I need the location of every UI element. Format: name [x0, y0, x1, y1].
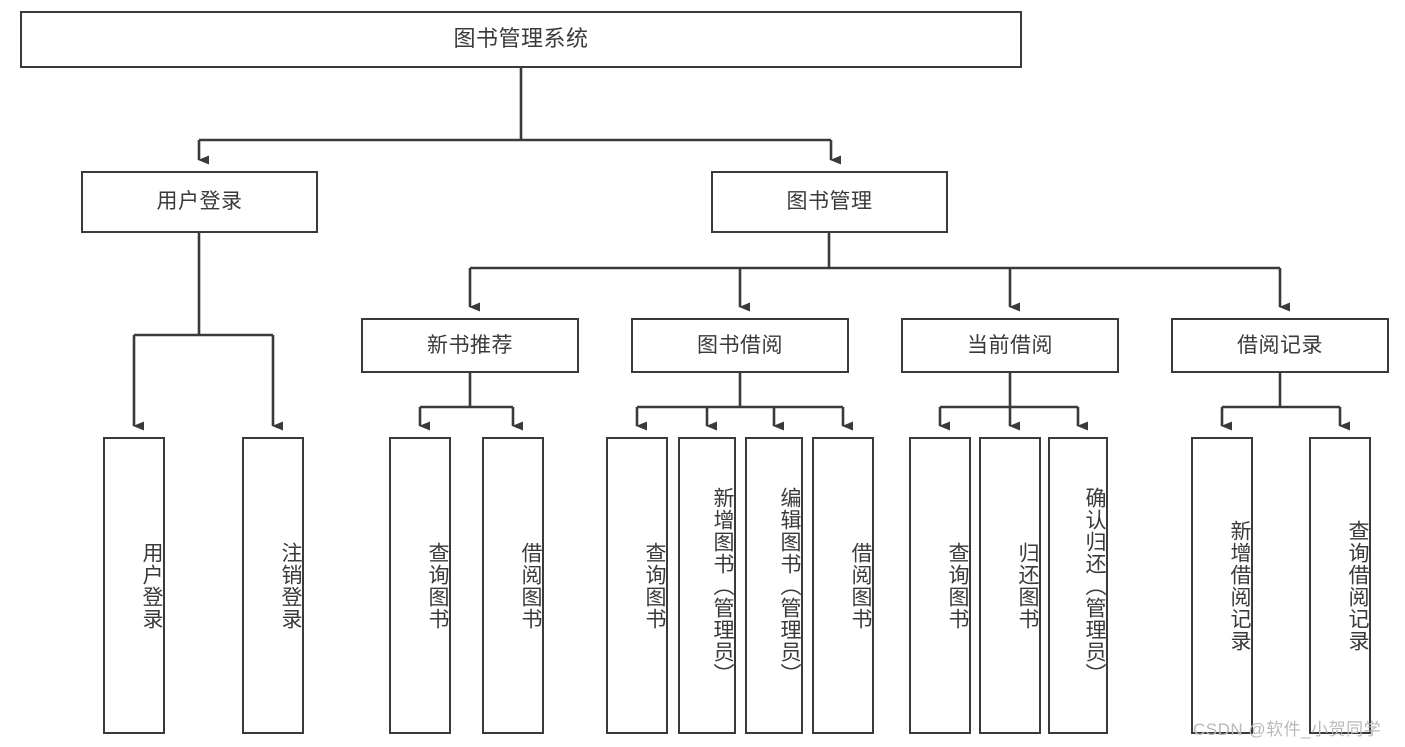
node-user-login[interactable]: 用户登录	[81, 171, 318, 233]
node-user-login-label: 用户登录	[156, 190, 243, 214]
node-leaf-query-borrow-record[interactable]: 查询借阅记录	[1309, 437, 1371, 734]
node-leaf-confirm-return-label: 确认归还（管理员）	[1083, 486, 1106, 685]
node-leaf-borrow-book-rec-label: 借阅图书	[519, 541, 542, 630]
node-leaf-edit-book-label: 编辑图书（管理员）	[778, 486, 801, 685]
node-leaf-return-book-label: 归还图书	[1016, 541, 1039, 630]
node-book-borrow-label: 图书借阅	[697, 333, 783, 357]
node-leaf-borrow-book-label: 借阅图书	[849, 541, 872, 630]
node-root-system[interactable]: 图书管理系统	[20, 11, 1022, 68]
csdn-watermark: CSDN @软件_小贺同学	[1193, 720, 1382, 739]
node-leaf-add-book[interactable]: 新增图书（管理员）	[678, 437, 736, 734]
node-new-book-recommend[interactable]: 新书推荐	[361, 318, 579, 373]
node-current-borrow-label: 当前借阅	[967, 333, 1053, 357]
node-leaf-add-book-label: 新增图书（管理员）	[711, 486, 734, 685]
node-root-label: 图书管理系统	[453, 26, 589, 52]
node-leaf-user-login-label: 用户登录	[140, 541, 163, 630]
node-current-borrow[interactable]: 当前借阅	[901, 318, 1119, 373]
node-leaf-borrow-book-rec[interactable]: 借阅图书	[482, 437, 544, 734]
node-leaf-user-login[interactable]: 用户登录	[103, 437, 165, 734]
node-leaf-logout-label: 注销登录	[279, 541, 302, 630]
node-leaf-confirm-return[interactable]: 确认归还（管理员）	[1048, 437, 1108, 734]
node-leaf-query-book-current[interactable]: 查询图书	[909, 437, 971, 734]
node-leaf-query-book-rec-label: 查询图书	[426, 541, 449, 630]
node-leaf-edit-book[interactable]: 编辑图书（管理员）	[745, 437, 803, 734]
node-leaf-logout[interactable]: 注销登录	[242, 437, 304, 734]
node-book-management[interactable]: 图书管理	[711, 171, 948, 233]
node-leaf-query-book-rec[interactable]: 查询图书	[389, 437, 451, 734]
node-book-management-label: 图书管理	[786, 190, 873, 214]
node-leaf-query-book-borrow-label: 查询图书	[643, 541, 666, 630]
node-leaf-return-book[interactable]: 归还图书	[979, 437, 1041, 734]
node-leaf-query-borrow-record-label: 查询借阅记录	[1346, 519, 1369, 652]
node-book-borrow[interactable]: 图书借阅	[631, 318, 849, 373]
node-leaf-add-borrow-record[interactable]: 新增借阅记录	[1191, 437, 1253, 734]
node-borrow-record-label: 借阅记录	[1237, 333, 1323, 357]
node-borrow-record[interactable]: 借阅记录	[1171, 318, 1389, 373]
node-leaf-add-borrow-record-label: 新增借阅记录	[1228, 519, 1251, 652]
node-leaf-query-book-current-label: 查询图书	[946, 541, 969, 630]
node-leaf-query-book-borrow[interactable]: 查询图书	[606, 437, 668, 734]
node-leaf-borrow-book[interactable]: 借阅图书	[812, 437, 874, 734]
node-new-book-recommend-label: 新书推荐	[427, 333, 513, 357]
